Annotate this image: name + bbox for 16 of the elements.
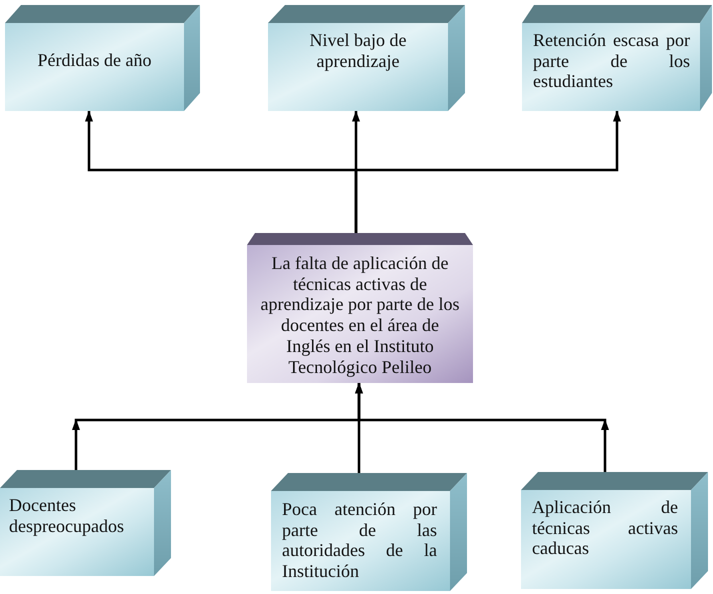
box-text: La falta de aplicación de técnicas activas de aprendizaje por parte de los docentes en el área de Inglés en el Instituto Tecnológico Pelileo <box>260 253 460 378</box>
box-text: Poca atención por parte de las autoridades de la Institución <box>282 499 437 582</box>
box-text: Retención escasa por parte de los estudiantes <box>533 30 690 92</box>
raised-box <box>271 473 467 591</box>
box-text: Nivel bajo de aprendizaje <box>308 30 408 72</box>
raised-box <box>522 5 712 111</box>
raised-box <box>0 470 171 576</box>
raised-box <box>521 472 708 589</box>
raised-box <box>5 5 200 111</box>
connector-arrow <box>354 110 621 233</box>
beveled-box <box>247 233 473 383</box>
box-text: Docentes despreocupados <box>9 495 125 536</box>
raised-box <box>268 5 465 111</box>
connector-arrow <box>355 382 606 472</box>
box-text: Pérdidas de año <box>36 50 152 71</box>
box-text: Aplicación de técnicas activas caducas <box>532 497 678 560</box>
